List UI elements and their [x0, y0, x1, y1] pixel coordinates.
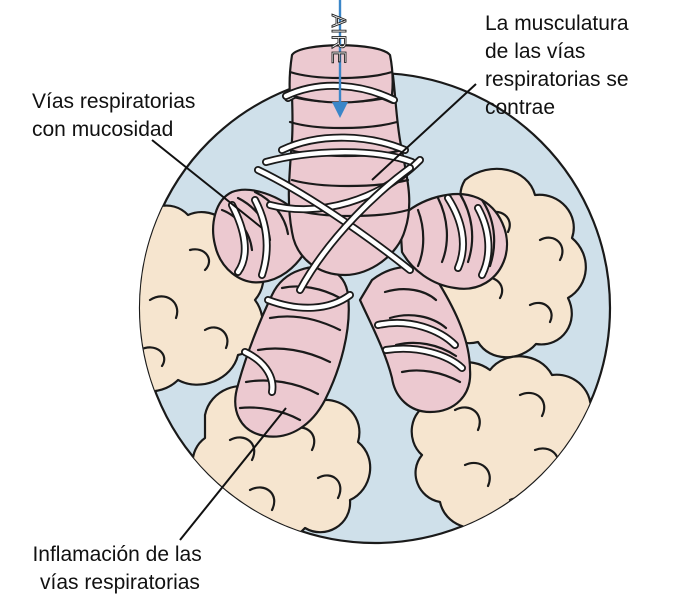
muscle-label-line-4: contrae	[485, 96, 555, 119]
muscle-label-line-3: respiratorias se	[485, 68, 629, 91]
mucus-label-line-1: Vías respiratorias	[32, 90, 195, 113]
mucus-label-line-2: con mucosidad	[32, 118, 173, 141]
airflow-label: AIRE	[327, 14, 349, 65]
mucus-label: Vías respiratorias con mucosidad	[32, 90, 201, 141]
muscle-label: La musculatura de las vías respiratorias…	[485, 12, 634, 119]
muscle-label-line-2: de las vías	[485, 40, 585, 63]
muscle-label-line-1: La musculatura	[485, 12, 629, 35]
inflammation-label-line-1: Inflamación de las	[32, 543, 201, 566]
inflammation-label-line-2: vías respiratorias	[40, 571, 200, 594]
inflammation-label: Inflamación de las vías respiratorias	[32, 543, 207, 594]
